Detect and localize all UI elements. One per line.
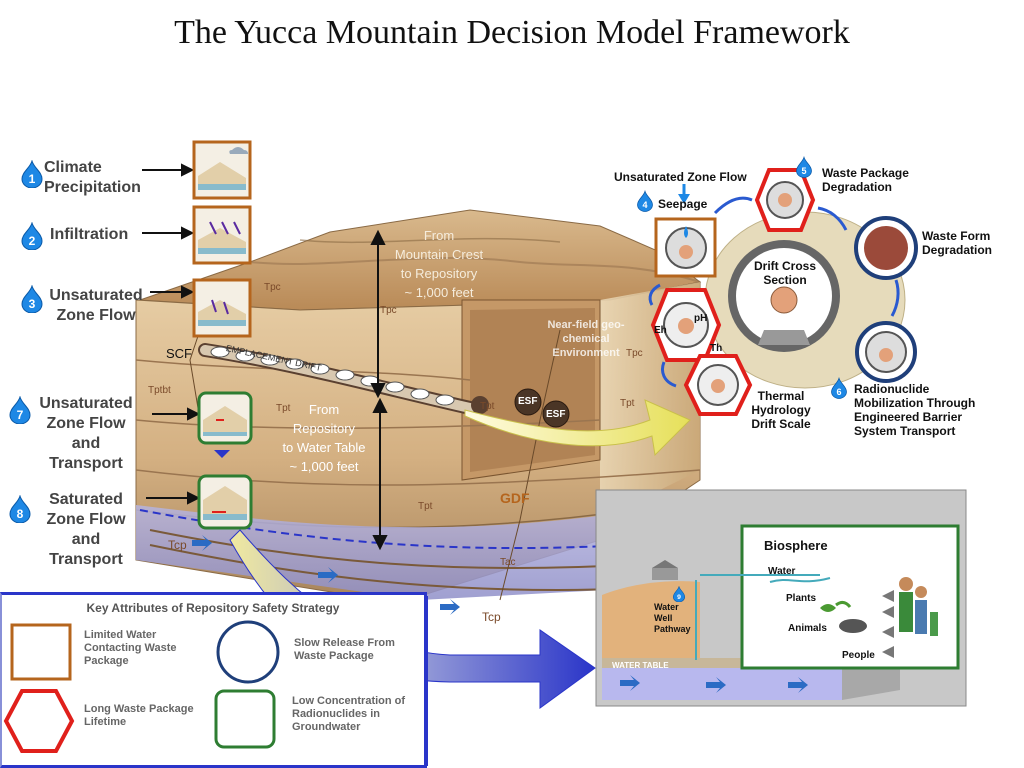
step-6-badge: 6 (830, 376, 848, 399)
step-9-label: Water Well Pathway (654, 602, 691, 634)
water-table-distance-note: From Repository to Water Table ~ 1,000 f… (282, 402, 366, 474)
step-2-badge: 2 (20, 221, 44, 251)
step-7-label: Unsaturated Zone Flow and Transport (39, 395, 133, 472)
step-1-label: Climate Precipitation (44, 159, 141, 196)
key-hexagon-shape (3, 689, 75, 753)
step-8-label: Saturated Zone Flow and Transport (46, 491, 126, 568)
step-8-badge: 8 (8, 494, 32, 524)
drift-cross-label: Drift Cross Section (753, 259, 816, 287)
key-item-label: Slow Release From Waste Package (294, 637, 395, 662)
geo-label: Tpt (480, 401, 495, 412)
geo-label: Tpt (276, 403, 291, 414)
step-1-badge: 1 (20, 159, 44, 189)
step-3-badge: 3 (20, 284, 44, 314)
svg-text:1: 1 (29, 172, 36, 186)
step-4-badge: 4 (636, 189, 654, 212)
uz-flow-label: Unsaturated Zone Flow (614, 170, 747, 184)
plants-label: Plants (786, 593, 817, 604)
key-item-label: Low Concentration of Radionuclides in Gr… (292, 695, 406, 733)
step-4-label: Seepage (658, 197, 708, 211)
key-shapes (3, 620, 280, 753)
svg-text:6: 6 (836, 387, 841, 397)
geo-label: Tcp (168, 538, 187, 552)
svg-text:5: 5 (801, 166, 806, 176)
key-legend: Key Attributes of Repository Safety Stra… (0, 592, 427, 768)
svg-text:9: 9 (677, 594, 681, 601)
key-item-label: Limited Water Contacting Waste Package (84, 629, 177, 667)
gdf-label: GDF (500, 490, 530, 506)
page-title: The Yucca Mountain Decision Model Framew… (174, 14, 850, 51)
crest-distance-note: From Mountain Crest to Repository ~ 1,00… (394, 228, 484, 300)
geo-label: Tpt (620, 398, 635, 409)
svg-text:3: 3 (29, 297, 36, 311)
step-6-label: Radionuclide Mobilization Through Engine… (854, 382, 976, 438)
geo-label: Tpc (264, 282, 281, 293)
thermal-label: Thermal Hydrology Drift Scale (751, 389, 811, 431)
key-circle-shape (216, 620, 280, 684)
step-5-label: Waste Package Degradation (822, 166, 909, 194)
step-5-badge: 5 (795, 155, 813, 178)
waste-form-label: Waste Form Degradation (922, 229, 993, 257)
biosphere-title: Biosphere (764, 538, 828, 553)
key-rounded-shape (214, 689, 276, 749)
key-item-label: Long Waste Package Lifetime (84, 703, 194, 728)
key-square-shape (10, 623, 72, 681)
step-9-badge: 9 (672, 585, 686, 603)
step-7-badge: 7 (8, 395, 32, 425)
geo-label: Tptbt (148, 385, 171, 396)
geo-label: Tcp (482, 610, 501, 624)
geo-label: Tac (500, 557, 516, 568)
near-field-label: Near-field geo- chemical Environment (547, 319, 625, 359)
geo-label: Tpc (626, 348, 643, 359)
eh-label: Eh (654, 325, 667, 336)
animals-label: Animals (788, 623, 827, 634)
geo-label: Tpt (418, 501, 433, 512)
esf-label-2: ESF (546, 409, 566, 420)
esf-label-1: ESF (518, 396, 538, 407)
water-table-label: WATER TABLE (612, 661, 669, 670)
svg-text:2: 2 (29, 234, 36, 248)
step-3-label: Unsaturated Zone Flow (49, 287, 143, 324)
people-label: People (842, 650, 875, 661)
step-2-label: Infiltration (50, 226, 129, 243)
water-label: Water (768, 566, 796, 577)
svg-text:7: 7 (17, 408, 24, 422)
svg-text:4: 4 (642, 200, 647, 210)
key-title: Key Attributes of Repository Safety Stra… (86, 601, 340, 615)
ph-label: pH (694, 313, 708, 324)
th-label: Th (710, 343, 723, 354)
scf-label: SCF (166, 346, 192, 361)
svg-text:8: 8 (17, 507, 24, 521)
geo-label: Tpc (380, 305, 397, 316)
